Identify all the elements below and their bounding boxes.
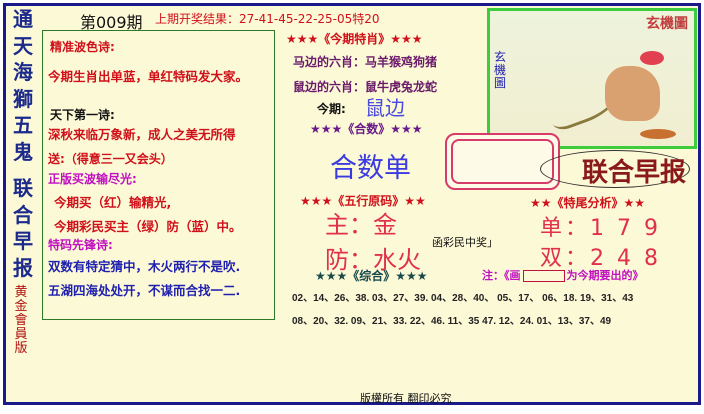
issue-number: 第009期 xyxy=(80,13,143,32)
side-char: 合 xyxy=(13,202,33,227)
combo-note: 注：《画 为今期要出的》 xyxy=(482,267,644,283)
combo-row2: 08、20、32. 09、21、33. 22、46. 11、35 47. 12、… xyxy=(292,316,612,327)
rat-side-zodiac: 鼠边的六肖：鼠牛虎兔龙蛇 xyxy=(293,80,438,94)
side-char: 天 xyxy=(13,33,33,58)
side-char: 獅 xyxy=(13,86,33,111)
poem2-line2: 送:（得意三一又会头） xyxy=(48,152,173,166)
tail-even: 双：2 4 8 xyxy=(540,246,661,271)
note-box xyxy=(522,270,565,282)
side-char: 鬼 xyxy=(13,139,33,164)
last-result: 上期开奖结果：27-41-45-22-25-05特20 xyxy=(155,12,380,26)
rock-icon xyxy=(605,66,660,121)
xuanji-picture: 玄機圖 玄機圖 xyxy=(487,8,697,149)
poem3-line1: 今期买（红）输精光, xyxy=(54,195,172,210)
this-issue-label: 今期: xyxy=(317,102,346,116)
side-char: 通 xyxy=(13,7,33,31)
poem2-line1: 深秋来临万象新，成人之美无所得 xyxy=(48,127,236,142)
dish-icon xyxy=(640,129,676,139)
side-title: 通 天 海 獅 五 鬼 联 合 早 报 xyxy=(10,6,36,281)
heshu-title: ★★★《合数》★★★ xyxy=(310,122,423,136)
horse-side-zodiac: 马边的六肖：马羊猴鸡狗猪 xyxy=(293,55,438,69)
highlight-box xyxy=(445,133,560,190)
note-prefix: 注：《画 xyxy=(482,269,521,282)
poem3-title: 正版买波输尽光: xyxy=(48,172,137,186)
tail-odd: 单：1 7 9 xyxy=(540,216,661,241)
poem1-text: 今期生肖出单蓝，单红特码发大家。 xyxy=(48,69,249,84)
side-char: 报 xyxy=(13,255,33,280)
wuxing-guard: 防：水火 xyxy=(325,246,421,274)
side-char: 五 xyxy=(13,113,33,137)
poem2-title: 天下第一诗: xyxy=(50,108,115,122)
poem-panel xyxy=(42,30,275,320)
side-char: 早 xyxy=(13,229,33,253)
side-subtitle: 黄金會員版 xyxy=(14,285,28,356)
combo-row1: 02、14、26、38. 03、27、39. 04、28、40、 05、17、 … xyxy=(292,293,634,304)
wuxing-title: ★★★《五行原码》★★ xyxy=(300,194,426,208)
side-char: 联 xyxy=(13,176,33,200)
copyright-footer: 版權所有 翻印必究 xyxy=(360,392,452,405)
this-issue-value: 鼠边 xyxy=(365,96,405,120)
special-title: ★★★《今期特肖》★★★ xyxy=(286,32,423,46)
poem1-title: 精准波色诗: xyxy=(50,40,115,54)
wuxing-main: 主：金 xyxy=(325,211,397,239)
poem4-line1: 双数有特定猜中，木火两行不是吹. xyxy=(48,259,241,274)
wuxing-note: 函彩民中奖」 xyxy=(432,236,498,249)
note-suffix: 为今期要出的》 xyxy=(566,269,644,282)
ball-icon xyxy=(640,51,664,65)
brand-ellipse xyxy=(540,150,690,188)
side-char: 海 xyxy=(13,60,33,84)
poem4-line2: 五湖四海处处开，不谋而合找一二. xyxy=(48,283,241,298)
combo-title: ★★★《综合》★★★ xyxy=(315,269,428,283)
tail-title: ★★《特尾分析》★★ xyxy=(530,196,646,210)
poem3-line2: 今期彩民买主（绿）防（蓝）中。 xyxy=(54,219,242,234)
picture-label: 玄機圖 xyxy=(494,50,507,90)
brand-title: 联合早报 xyxy=(581,158,686,188)
logo: 玄機圖 xyxy=(646,16,688,32)
heshu-value: 合数单 xyxy=(330,153,411,184)
poem4-title: 特码先锋诗: xyxy=(48,238,113,252)
